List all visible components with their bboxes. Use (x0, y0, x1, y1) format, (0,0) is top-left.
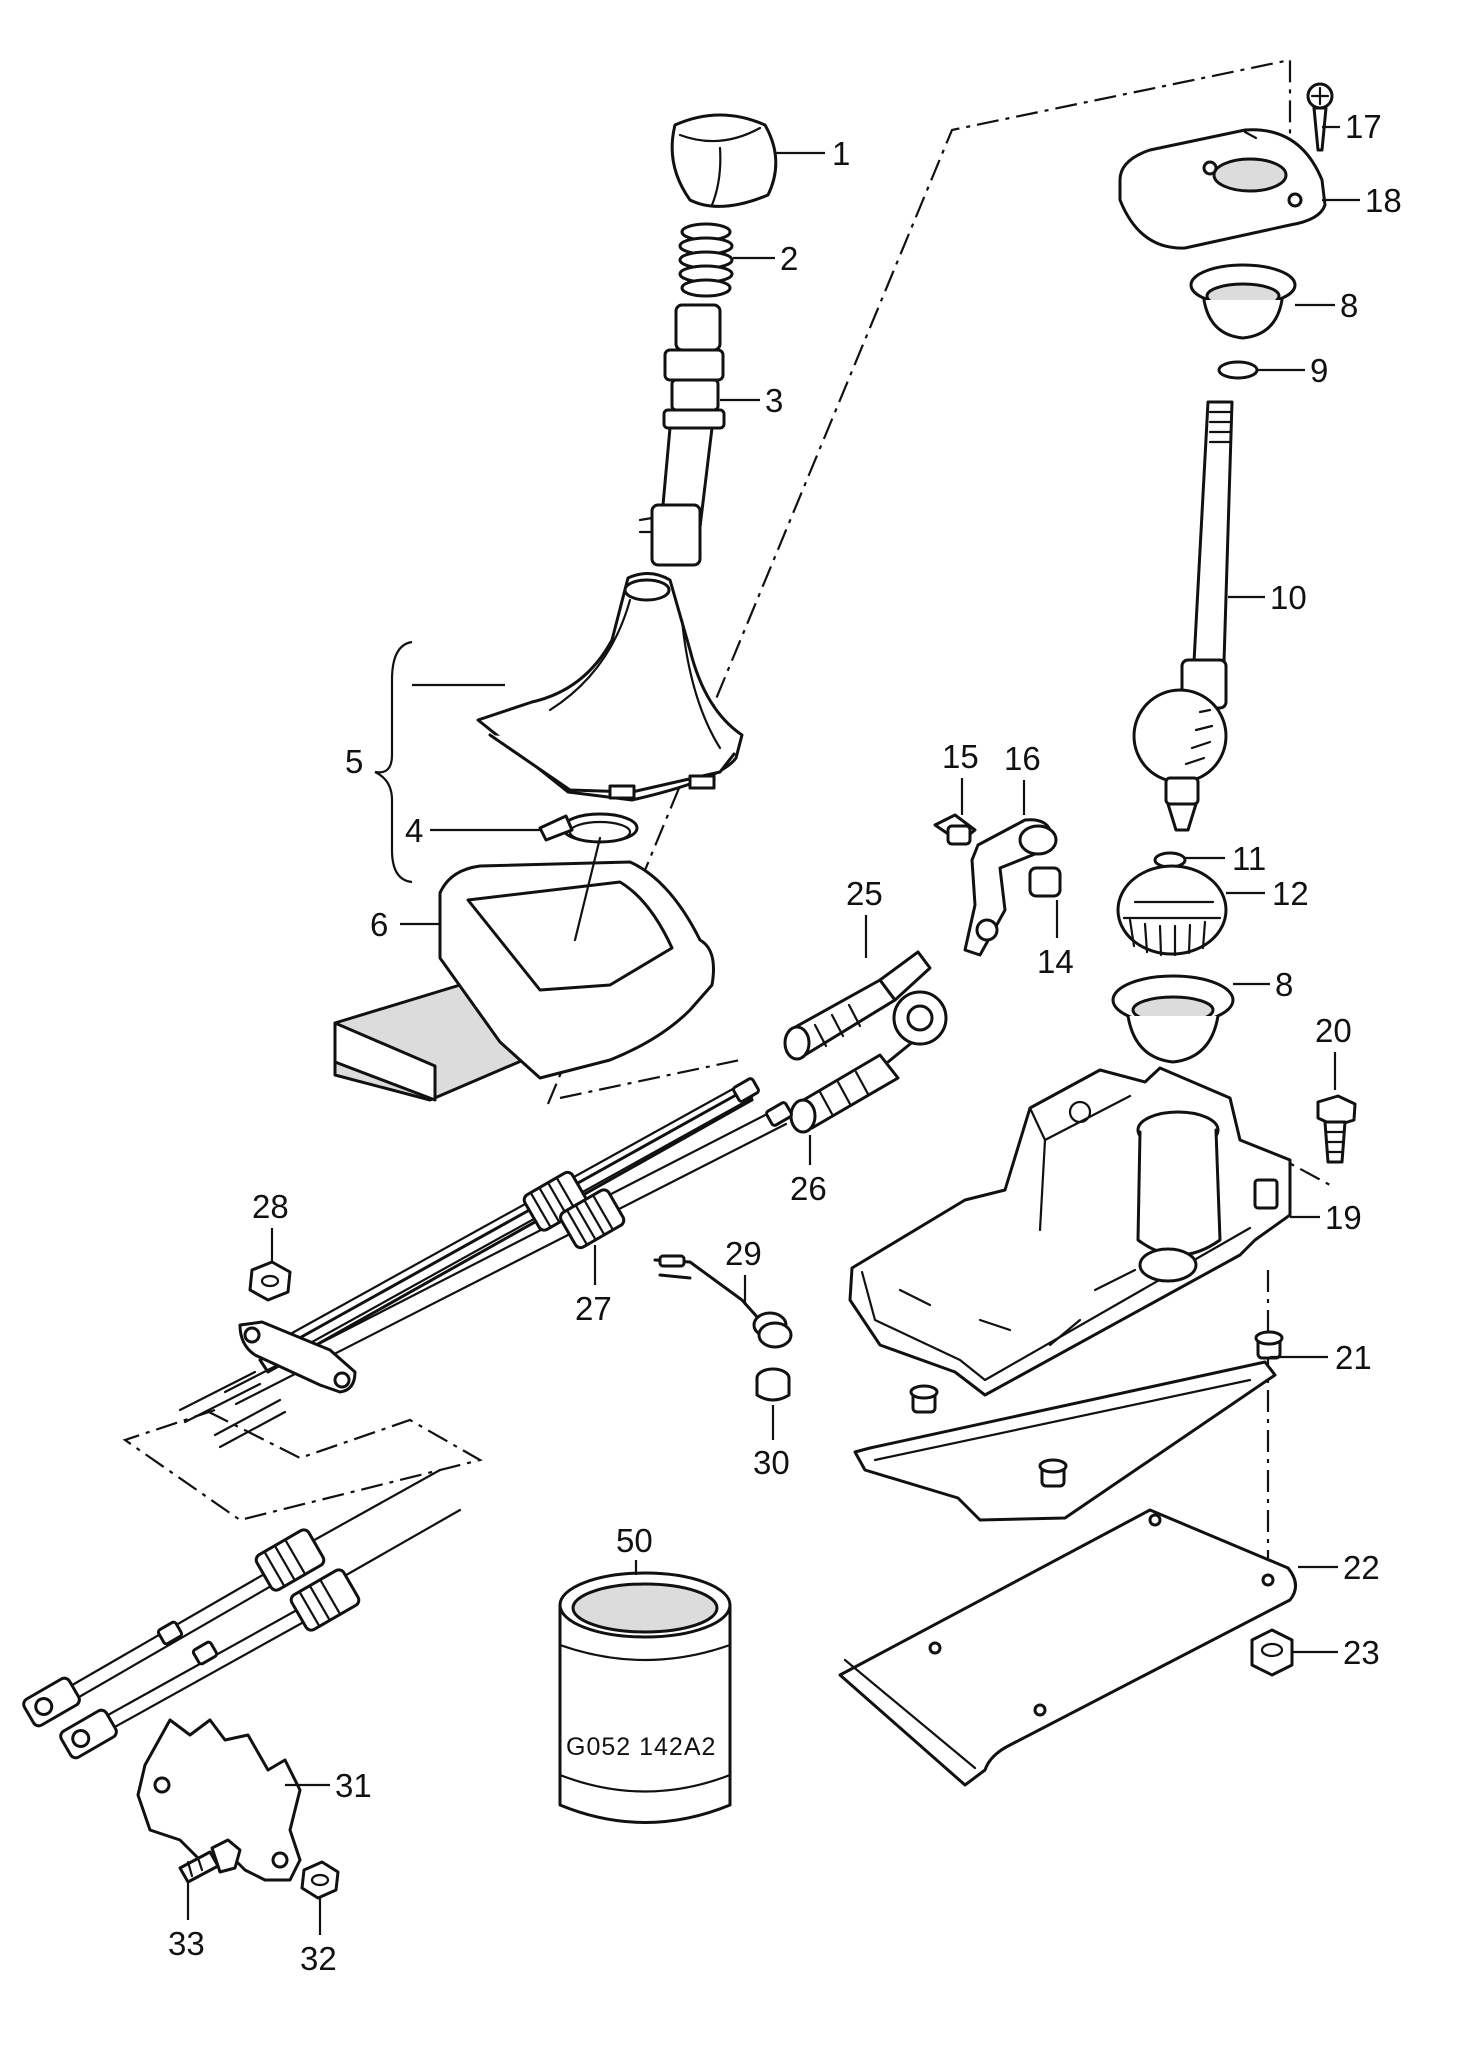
callout-15: 15 (942, 738, 979, 775)
callout-30: 30 (753, 1444, 790, 1481)
callout-33: 33 (168, 1925, 205, 1962)
ball-socket (1116, 864, 1228, 957)
callout-2: 2 (780, 240, 798, 277)
callout-16: 16 (1004, 740, 1041, 777)
callout-28: 28 (252, 1188, 289, 1225)
bolt-33 (178, 1838, 242, 1884)
callout-23: 23 (1343, 1634, 1380, 1671)
base-cover-plate (853, 1330, 1284, 1522)
bushing-lower (1111, 974, 1235, 1064)
cable-ends-lower (22, 1468, 462, 1760)
grease-can (558, 1571, 732, 1824)
base-plate (838, 1508, 1297, 1787)
callout-labels: 1 2 3 5 4 6 17 18 8 9 10 11 12 8 14 15 1… (168, 108, 1402, 1977)
shift-cables (178, 1077, 793, 1449)
callout-9: 9 (1310, 352, 1328, 389)
callout-27: 27 (575, 1290, 612, 1327)
callout-21: 21 (1335, 1339, 1372, 1376)
adjuster-26 (789, 990, 948, 1134)
callout-17: 17 (1345, 108, 1382, 145)
leader-lines (186, 125, 1360, 1935)
shift-knob (670, 113, 778, 208)
callout-8-lower: 8 (1275, 966, 1293, 1003)
callout-3: 3 (765, 382, 783, 419)
shift-bracket (933, 813, 1062, 957)
washer (1217, 360, 1259, 380)
bush-30 (755, 1367, 791, 1402)
nut-32 (300, 1860, 340, 1900)
callout-32: 32 (300, 1940, 337, 1977)
callout-5: 5 (345, 743, 363, 780)
bushing-top (1189, 263, 1297, 340)
callout-31: 31 (335, 1767, 372, 1804)
guide-line-boot (559, 1058, 741, 1100)
shift-rod-sleeve (638, 303, 726, 567)
callout-12: 12 (1272, 875, 1309, 912)
callout-29: 29 (725, 1235, 762, 1272)
cable-bracket (136, 1718, 302, 1882)
callout-18: 18 (1365, 182, 1402, 219)
callout-14: 14 (1037, 943, 1074, 980)
adjuster-25 (783, 950, 932, 1061)
callout-10: 10 (1270, 579, 1307, 616)
callout-8-top: 8 (1340, 287, 1358, 324)
callout-1: 1 (832, 135, 850, 172)
callout-50: 50 (616, 1522, 653, 1559)
shift-boot (476, 572, 744, 802)
screw-17 (1306, 82, 1334, 152)
callout-20: 20 (1315, 1012, 1352, 1049)
callout-22: 22 (1343, 1549, 1380, 1586)
guide-line-housing (546, 58, 1292, 1105)
gear-lever (1132, 400, 1234, 832)
nut-28 (248, 1260, 292, 1302)
callout-11: 11 (1232, 840, 1266, 877)
grease-can-label: G052 142A2 (566, 1733, 716, 1761)
clamp-ring (538, 812, 639, 844)
bolt-20 (1316, 1094, 1357, 1164)
cover-plate (1118, 128, 1327, 250)
callout-19: 19 (1325, 1199, 1362, 1236)
callout-26: 26 (790, 1170, 827, 1207)
console-trim (333, 836, 715, 1102)
selector-housing (848, 1066, 1292, 1397)
callout-25: 25 (846, 875, 883, 912)
spring (678, 222, 734, 298)
spring-clip (653, 1254, 793, 1349)
bracket-5 (374, 640, 413, 884)
callout-4: 4 (405, 812, 423, 849)
cable-mount-plate (238, 1320, 357, 1394)
guide-line-cable-loop (122, 1408, 483, 1522)
callout-6: 6 (370, 906, 388, 943)
nut-23 (1250, 1628, 1294, 1677)
